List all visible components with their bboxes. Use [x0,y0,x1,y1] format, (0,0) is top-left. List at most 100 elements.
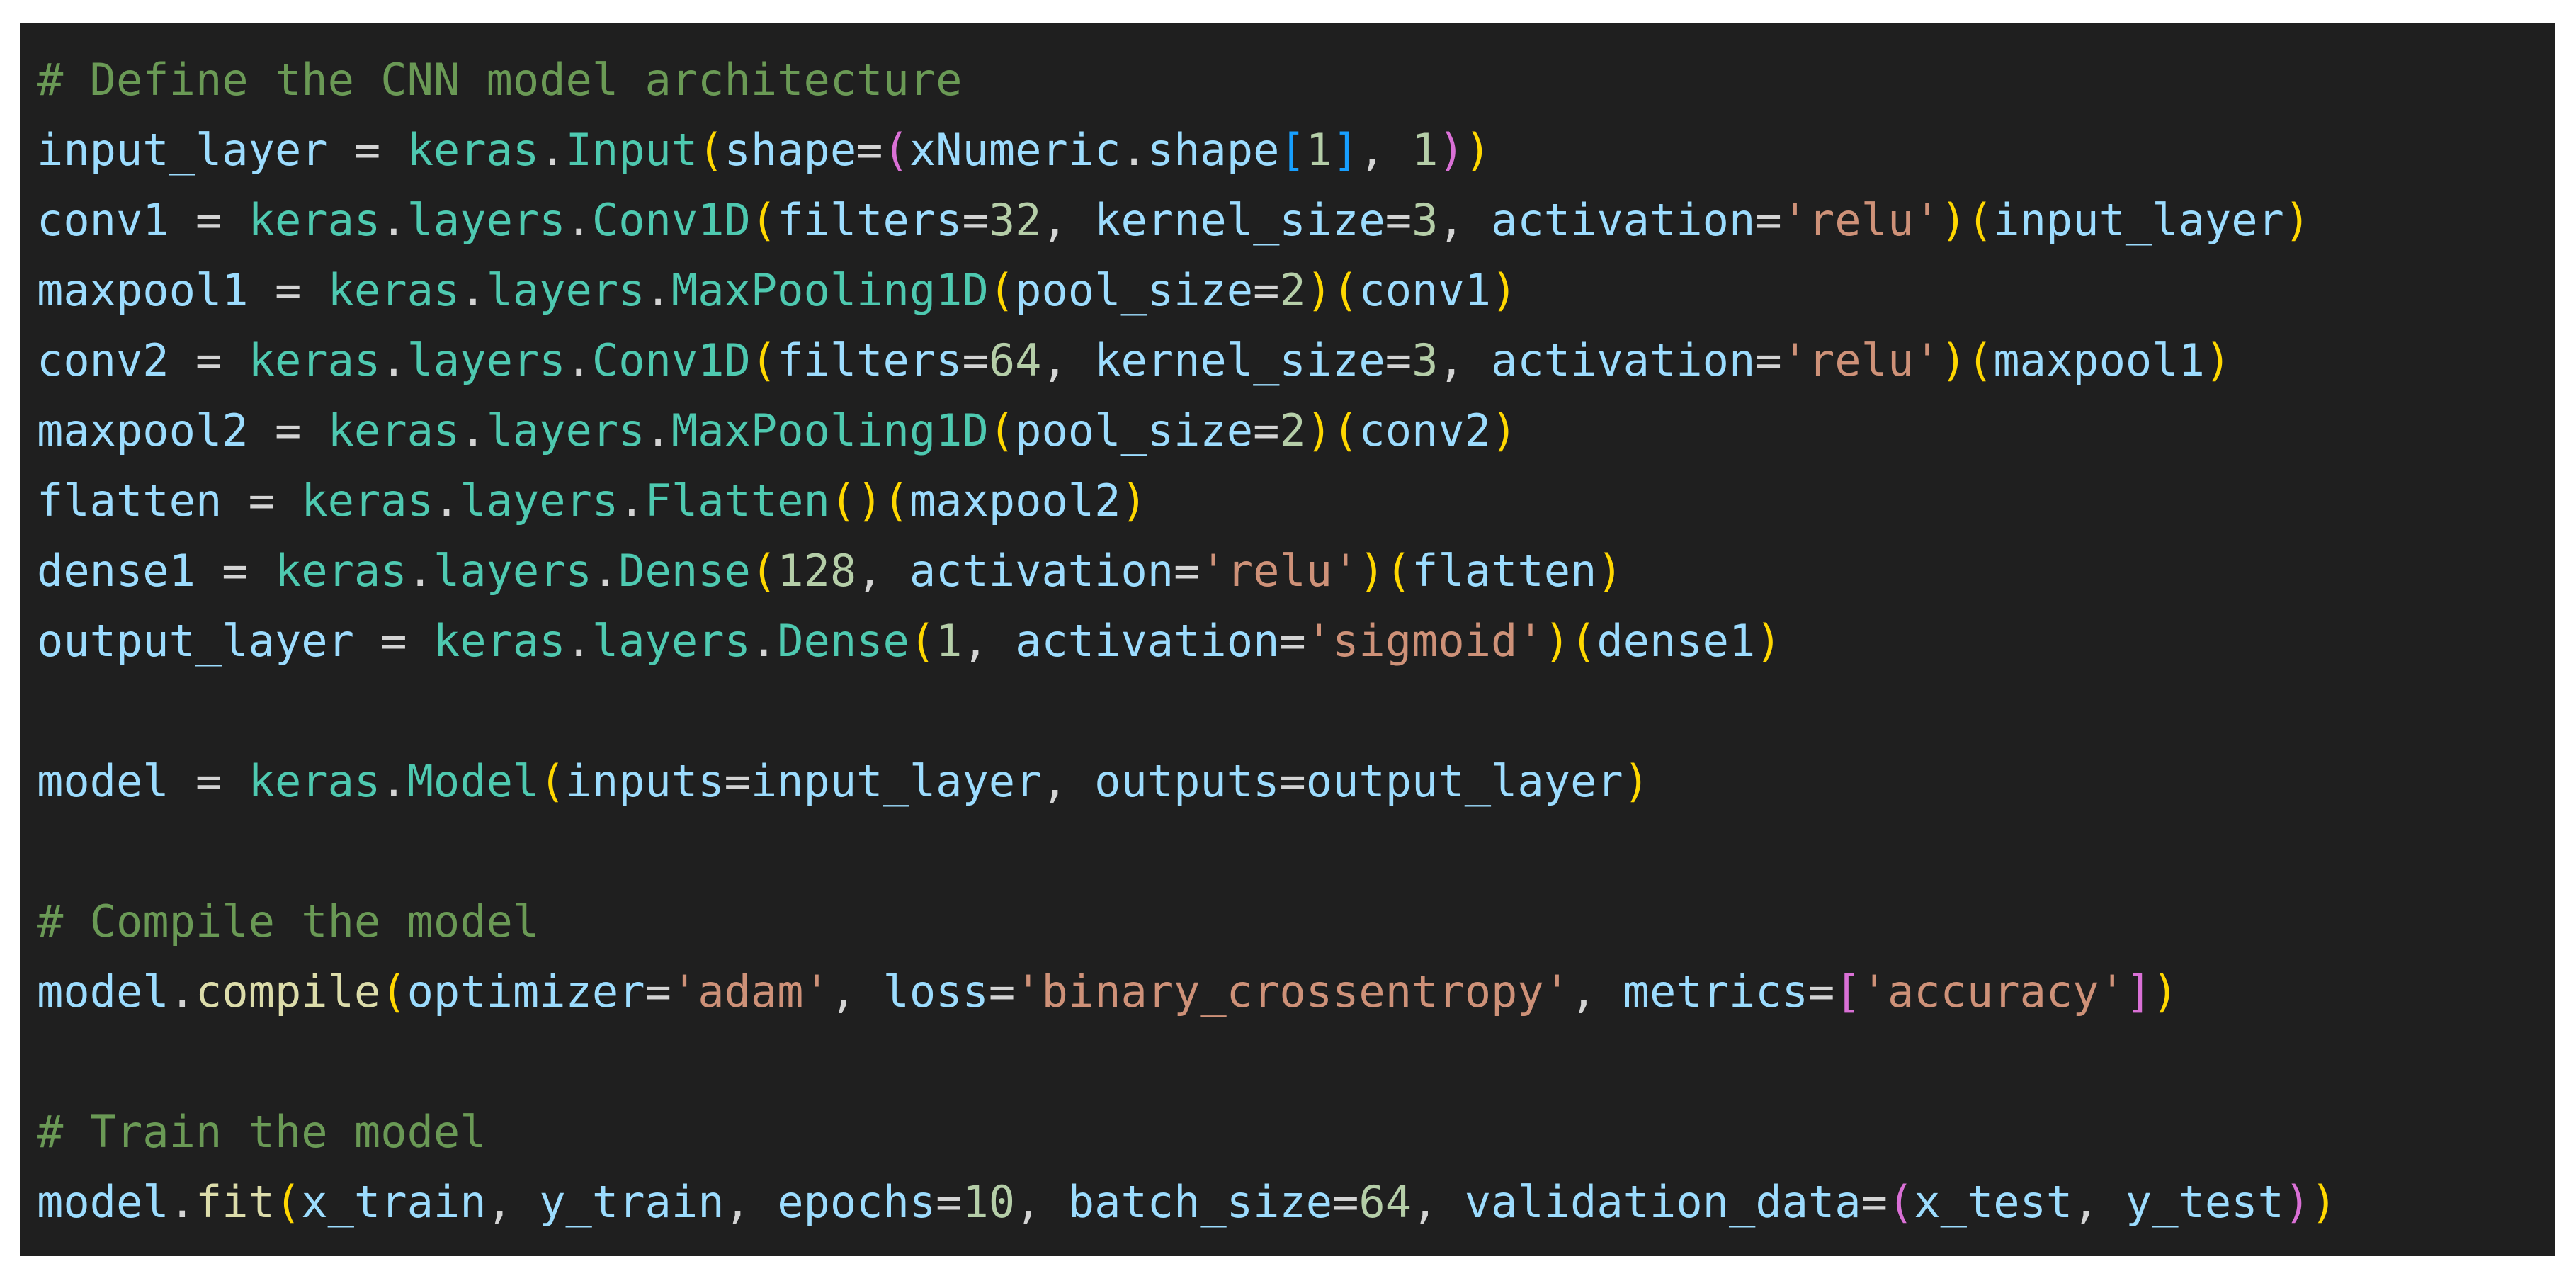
code-token: fit [195,1176,275,1228]
code-line [37,816,2541,886]
code-token: metrics [1623,966,1808,1017]
code-token: ] [2125,966,2152,1017]
code-token: validation_data [1464,1176,1861,1228]
code-token: [ [1279,124,1306,176]
code-token: 10 [962,1176,1016,1228]
code-token: ( [988,264,1016,316]
code-token: . [460,264,487,316]
code-token: . [169,1176,195,1228]
code-token: = [1174,545,1201,597]
code-line: flatten = keras.layers.Flatten()(maxpool… [37,465,2541,536]
code-token: , [962,615,1016,667]
code-token: . [460,405,487,456]
code-token: loss [883,966,989,1017]
code-token: = [1808,966,1835,1017]
code-token: , [486,1176,540,1228]
code-token: shape [724,124,857,176]
code-token: activation [1015,615,1280,667]
code-token: = [1755,334,1782,386]
code-token: ( [829,475,857,526]
code-token: dense1 [37,545,195,597]
code-token: . [565,194,592,246]
code-token: keras [248,194,381,246]
code-token: = [169,334,249,386]
code-line: # Train the model [37,1097,2541,1167]
code-token: keras [274,545,407,597]
code-token: ( [750,545,778,597]
code-token: , [1041,194,1095,246]
code-token: ) [1438,124,1465,176]
code-token: 1 [1305,124,1333,176]
code-token: ( [1385,545,1412,597]
code-token: ( [883,475,909,526]
code-token: = [1755,194,1782,246]
code-token: keras [327,264,460,316]
code-token: = [1279,755,1306,807]
code-token: , [1015,1176,1068,1228]
code-token: pool_size [1015,405,1254,456]
code-token: layers [591,615,751,667]
code-token: 3 [1412,334,1439,386]
code-token: ( [750,334,778,386]
code-token: Dense [618,545,751,597]
code-token: ) [1305,405,1333,456]
code-token: ) [2283,1176,2311,1228]
code-line [37,676,2541,746]
code-token: 2 [1279,264,1306,316]
code-token: 1 [1412,124,1439,176]
code-token: keras [301,475,433,526]
code-line: dense1 = keras.layers.Dense(128, activat… [37,536,2541,606]
code-token: . [433,475,460,526]
code-token: conv2 [37,334,169,386]
code-token: 64 [1358,1176,1412,1228]
code-token: 'relu' [1781,334,1941,386]
code-line: model.compile(optimizer='adam', loss='bi… [37,956,2541,1027]
code-token: = [962,194,989,246]
code-token: ( [1570,615,1597,667]
code-block[interactable]: # Define the CNN model architecture input… [37,45,2541,1237]
code-token: # Define the CNN model architecture [37,54,963,106]
code-token: ( [1887,1176,1914,1228]
code-token: maxpool2 [909,475,1121,526]
code-token: . [1120,124,1147,176]
code-token: activation [1491,194,1756,246]
code-token: batch_size [1067,1176,1333,1228]
code-token: Conv1D [591,194,751,246]
code-token: ) [1623,755,1650,807]
code-token: pool_size [1015,264,1254,316]
code-token: . [380,334,407,386]
code-token: , [1041,334,1095,386]
code-token: = [1861,1176,1888,1228]
code-token: input_layer [1993,194,2284,246]
code-token: ( [1332,405,1359,456]
code-token: . [380,755,407,807]
code-token: Model [407,755,540,807]
code-token: = [169,755,249,807]
code-token: conv1 [1358,264,1492,316]
code-token: layers [407,334,566,386]
code-token: 'accuracy' [1861,966,2126,1017]
code-token: = [1385,194,1412,246]
code-token: ] [1332,124,1359,176]
code-token: ) [1305,264,1333,316]
code-line: conv2 = keras.layers.Conv1D(filters=64, … [37,325,2541,395]
code-token: ( [698,124,725,176]
code-token: flatten [37,475,222,526]
code-token: input_layer [37,124,328,176]
code-line: input_layer = keras.Input(shape=(xNumeri… [37,115,2541,185]
code-token: ) [856,475,883,526]
code-token: keras [248,334,381,386]
code-token: conv1 [37,194,169,246]
code-token: ( [380,966,407,1017]
code-token: maxpool1 [1993,334,2205,386]
code-token: ) [1543,615,1571,667]
code-token: conv2 [1358,405,1492,456]
code-token: = [1385,334,1412,386]
code-token: = [645,966,671,1017]
code-token: xNumeric [909,124,1121,176]
code-token: ) [1120,475,1147,526]
code-token: # Compile the model [37,896,540,947]
code-token: , [856,545,909,597]
code-line: conv1 = keras.layers.Conv1D(filters=32, … [37,185,2541,255]
code-token: , [724,1176,778,1228]
